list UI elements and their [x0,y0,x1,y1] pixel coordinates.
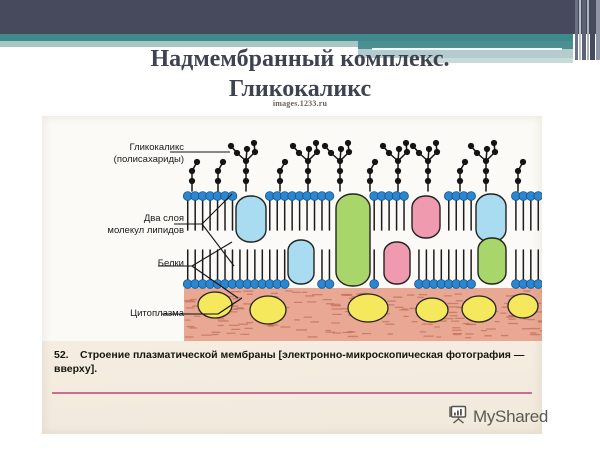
myshared-wordmark: MyShared [473,407,549,426]
figure-caption: 52.Строение плазматической мембраны [эле… [54,348,532,376]
label-proteins: Белки [157,258,184,269]
header-pale-band [0,41,573,47]
label-glycocalyx: Гликокаликс (полисахариды) [113,142,184,165]
cytoplasm-protein-blob-2 [347,293,389,323]
label-leader-lines [158,151,243,315]
title-line-1: Надмембранный комплекс. [150,46,450,72]
transmembrane-protein-green [335,193,371,287]
label-cytoplasm: Цитоплазма [130,308,184,319]
header-stripe-1 [575,0,578,60]
header-stripe-5 [590,0,595,60]
peripheral-protein-1 [235,195,267,243]
peripheral-protein-blue-inner [287,239,315,285]
caption-divider-rule [52,392,532,394]
cytoplasm-protein-blobs [197,291,539,325]
header-stripe-3 [582,0,586,60]
peripheral-protein-green-inner [477,237,507,285]
header-step-teal [358,41,573,49]
slide-header-bar [0,0,600,34]
peripheral-protein-pink-outer [411,195,441,239]
header-thin-white-line [372,48,562,50]
header-stripe-2 [579,0,581,60]
header-teal-band [0,34,573,41]
cytoplasm-protein-blob-3 [415,297,449,323]
source-watermark: images.1233.ru [272,99,328,108]
figure-panel: Гликокаликс (полисахариды) Два слоя моле… [42,116,542,434]
title-line-2: Гликокаликс [228,76,372,102]
figure-caption-text: Строение плазматической мембраны [электр… [54,349,525,375]
membrane-diagram [42,116,542,341]
membrane-diagram-svg [158,139,542,341]
inner-leaflet [182,249,542,289]
header-step-pale [358,49,573,58]
figure-caption-number: 52. [54,349,69,361]
cytoplasm-protein-blob-4 [461,295,497,323]
header-stripe-4 [587,0,589,60]
glycocalyx-chains [188,139,527,192]
header-step-pale-lower [430,58,573,63]
header-stripe-6 [596,0,600,60]
label-lipid-bilayer: Два слоя молекул липидов [107,213,184,236]
membrane-proteins [235,193,507,287]
page-title: Надмембранный комплекс. Гликокаликс [0,44,600,104]
peripheral-protein-pink-inner [383,241,411,285]
peripheral-protein-blue-outer [475,193,507,243]
cytoplasm-protein-blob-5 [507,293,539,319]
myshared-logo: MyShared [448,404,548,430]
cytoplasm-protein-blob-1 [249,295,287,325]
presentation-board-icon [448,404,469,430]
